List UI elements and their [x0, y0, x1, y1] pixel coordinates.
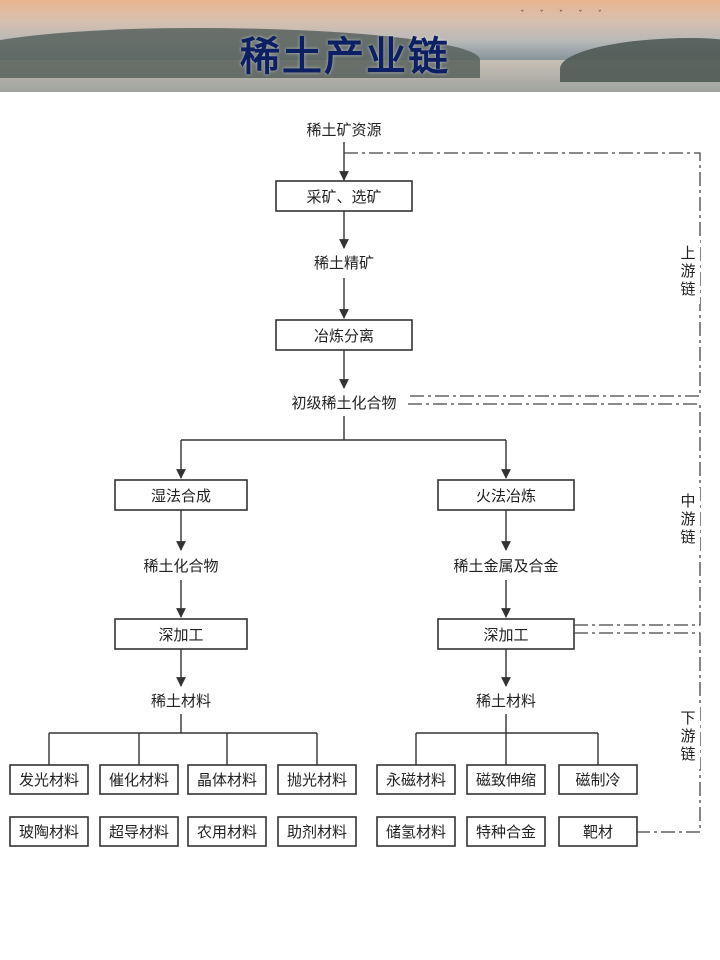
svg-text:上: 上	[680, 244, 695, 262]
right-material-item: 储氢材料	[386, 823, 446, 841]
resource-label: 稀土矿资源	[306, 121, 381, 139]
right-material-box	[376, 764, 456, 795]
left-material-box	[9, 816, 89, 847]
svg-text:下: 下	[680, 709, 695, 727]
right-material-box	[558, 764, 638, 795]
left-material-box	[187, 764, 267, 795]
wet-synthesis-label: 湿法合成	[151, 487, 211, 505]
birds-icon: ˇ ˇ ˇ ˇ ˇ	[520, 10, 608, 20]
right-material-box	[558, 816, 638, 847]
smelting-box	[275, 319, 413, 351]
mining-box	[275, 180, 413, 212]
right-material-item: 磁制冷	[575, 771, 620, 789]
right-material-box	[466, 816, 546, 847]
right-material-label: 稀土材料	[476, 692, 536, 710]
page-title: 稀土产业链	[240, 34, 450, 80]
right-material-item: 永磁材料	[386, 771, 446, 789]
svg-text:游: 游	[680, 262, 695, 280]
svg-text:链: 链	[680, 745, 695, 763]
left-material-item: 玻陶材料	[19, 823, 79, 841]
right-material-item: 特种合金	[476, 823, 536, 841]
left-material-box	[277, 764, 357, 795]
right-material-box	[376, 816, 456, 847]
svg-text:中: 中	[680, 492, 695, 510]
svg-text:游: 游	[680, 727, 695, 745]
left-material-box	[187, 816, 267, 847]
left-material-box	[99, 816, 179, 847]
left-material-item: 助剂材料	[287, 823, 347, 841]
left-material-box	[9, 764, 89, 795]
right-material-item: 磁致伸缩	[476, 771, 536, 789]
left-material-item: 抛光材料	[287, 771, 347, 789]
left-material-item: 发光材料	[19, 771, 79, 789]
smelting-label: 冶炼分离	[314, 327, 374, 345]
left-material-item: 晶体材料	[197, 771, 257, 789]
upstream-label: 上 游 链	[676, 240, 700, 304]
right-material-item: 靶材	[583, 823, 613, 841]
compound-label: 稀土化合物	[143, 557, 218, 575]
right-material-box	[466, 764, 546, 795]
svg-text:链: 链	[680, 280, 695, 298]
left-material-item: 农用材料	[197, 823, 257, 841]
right-deep-process-label: 深加工	[483, 626, 528, 644]
left-deep-process-label: 深加工	[158, 626, 203, 644]
downstream-label: 下 游 链	[676, 705, 700, 769]
wet-synthesis-box	[114, 479, 248, 511]
left-material-item: 催化材料	[109, 771, 169, 789]
svg-text:链: 链	[680, 528, 695, 546]
header-banner: ˇ ˇ ˇ ˇ ˇ 稀土产业链	[0, 0, 720, 92]
fire-smelting-label: 火法冶炼	[476, 487, 536, 505]
primary-compound-label: 初级稀土化合物	[291, 394, 396, 412]
concentrate-label: 稀土精矿	[314, 254, 374, 272]
svg-text:游: 游	[680, 510, 695, 528]
left-deep-process-box	[114, 618, 248, 650]
left-material-label: 稀土材料	[151, 692, 211, 710]
mining-label: 采矿、选矿	[306, 188, 381, 206]
midstream-label: 中 游 链	[676, 488, 700, 552]
left-material-item: 超导材料	[109, 823, 169, 841]
left-material-box	[277, 816, 357, 847]
left-material-box	[99, 764, 179, 795]
fire-smelting-box	[437, 479, 575, 511]
midstream-bracket	[408, 403, 701, 626]
metal-alloy-label: 稀土金属及合金	[453, 557, 558, 575]
